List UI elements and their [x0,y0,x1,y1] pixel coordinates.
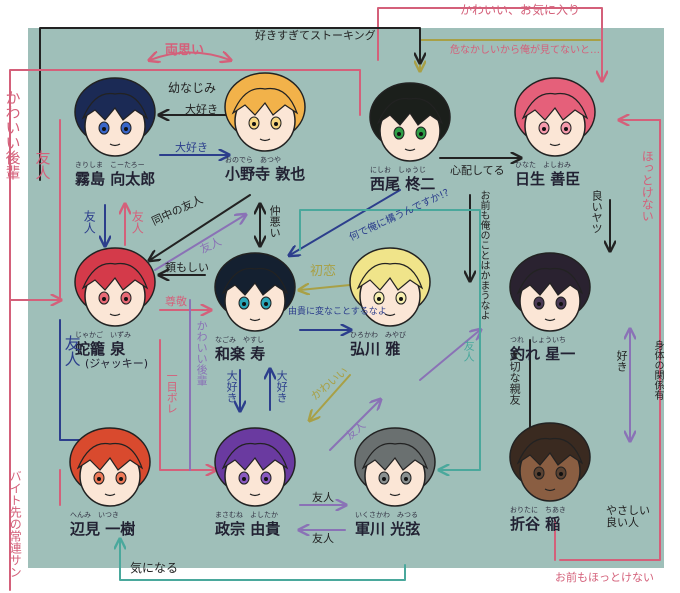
face-hinata [514,77,596,157]
label-yasashii: やさしい良い人 [606,504,650,530]
arrow-kamaenai [290,189,401,255]
label-suki: 好き [615,350,629,372]
label-yuujin-right: 友人 [462,340,476,362]
arrow-kawaii-okiniiri [377,7,602,80]
furigana-jabami: じゃかご いずみ [75,331,131,339]
furigana-tsurure: つれ しょういち [510,336,566,344]
furigana-nagomi: なごみ やすし [215,336,264,344]
label-kawaii-kouhai2: かわいい後輩 [195,320,209,386]
label-baito: バイト先の常連サン [8,470,23,578]
name-masamune: 政宗 由貴 [215,520,281,538]
label-karada: 身体の関係有 [652,340,663,400]
label-kawaii-okiniiri: かわいい、お気に入り [460,3,581,17]
furigana-hinata: ひなた よしおみ [515,161,571,169]
name-gunkawa: 軍川 光弦 [355,520,421,538]
label-abunakkashii: 危なかしいから俺が見てないと… [450,45,600,56]
label-ii-yatsu: 良いヤツ [590,190,604,234]
face-jabami [74,247,156,327]
face-oritani [509,422,591,502]
name-tsurure: 釣れ 星一 [510,345,576,363]
name-onodera: 小野寺 敦也 [225,165,306,183]
furigana-oritani: おりたに ちあき [510,506,566,514]
name-hinata: 日生 善臣 [515,170,581,188]
furigana-gunkawa: いくさかわ みつる [355,511,418,519]
label-ore-no-koto: お前も俺のことはかまうなよ [478,190,489,320]
label-yuujin-jk: 友人 [130,210,145,234]
furigana-nishio: にしお しゅうじ [370,166,426,174]
label-daisuki-3: 大好き [225,370,239,403]
name-oritani: 折谷 稲 [510,515,561,533]
name-hirokawa: 弘川 雅 [350,340,401,358]
label-yuujin-gm: 友人 [312,532,334,545]
label-kamawanai: 由貴に変なことするなよ [288,307,387,317]
arrow-ryouomoi [150,53,230,61]
arrow-kininaru [120,540,406,581]
label-daisuki-2: 大好き [175,141,208,154]
face-gunkawa [354,427,436,507]
label-sonkei: 尊敬 [165,295,187,308]
arrow-kawaii-kouhai [9,69,361,591]
name-kirishima: 霧島 向太郎 [75,170,156,188]
label-kawaii-kouhai: かわいい後輩 [3,90,22,180]
name-jabami: 蛇籠 泉 [75,340,126,358]
arrow-hatsukoi [300,285,351,290]
label-hatsukoi: 初恋 [310,264,337,279]
name-nishio: 西尾 柊二 [370,175,436,193]
furigana-masamune: まさむね よしたか [215,511,278,519]
label-yuujin-kj: 友人 [82,210,97,234]
name-henmi: 辺見 一樹 [70,520,136,538]
furigana-henmi: へんみ いつき [70,511,119,519]
arrow-yuujin-diag2 [419,330,480,381]
subname-jabami: (ジャッキー) [85,357,149,370]
arrow-stalking [39,27,420,181]
label-shinpai: 心配してる [450,164,505,177]
label-hottokenai: ほっとけない [640,150,655,222]
label-yuujin-mg: 友人 [312,491,334,504]
arrow-kawaii2 [310,374,351,420]
label-daisuki-4: 大好き [275,370,289,403]
arrow-onaji [150,194,251,260]
arrow-hitomebore [159,339,215,470]
arrow-yuujin-right [299,209,481,470]
label-yuujin-left: 友人 [33,150,52,180]
label-yuujin-big: 友人 [61,335,81,367]
face-masamune [214,427,296,507]
face-henmi [69,427,151,507]
name-nagomi: 和楽 寿 [215,345,266,363]
furigana-kirishima: きりしま こーたろー [75,161,145,169]
label-ryouomoi: 両思い [165,43,205,58]
face-hirokawa [349,247,431,327]
label-suki-stalking: 好きすぎてストーキング [255,29,376,42]
face-onodera [224,72,306,152]
label-daisuki-1: 大好き [185,103,218,116]
label-tanomoshii: 頼もしい [165,261,209,274]
furigana-onodera: おのでら あつや [225,156,281,164]
label-kininaru: 気になる [130,561,179,575]
furigana-hirokawa: ひろかわ みやび [350,331,406,339]
face-tsurure [509,252,591,332]
label-taisetsu: 大切な親友 [508,350,522,405]
label-omae-mo: お前もほっとけない [555,571,654,584]
face-nagomi [214,252,296,332]
label-hitomebore: 一目ボレ [165,370,179,414]
arrow-yuujin-mid [154,215,245,271]
arrow-yuujin-diag [329,400,380,451]
face-kirishima [74,77,156,157]
label-nakawarui: 仲悪い [268,205,282,238]
label-osananajimi: 幼なじみ [168,81,217,95]
face-nishio [369,82,451,162]
arrow-hottokenai [559,119,661,561]
